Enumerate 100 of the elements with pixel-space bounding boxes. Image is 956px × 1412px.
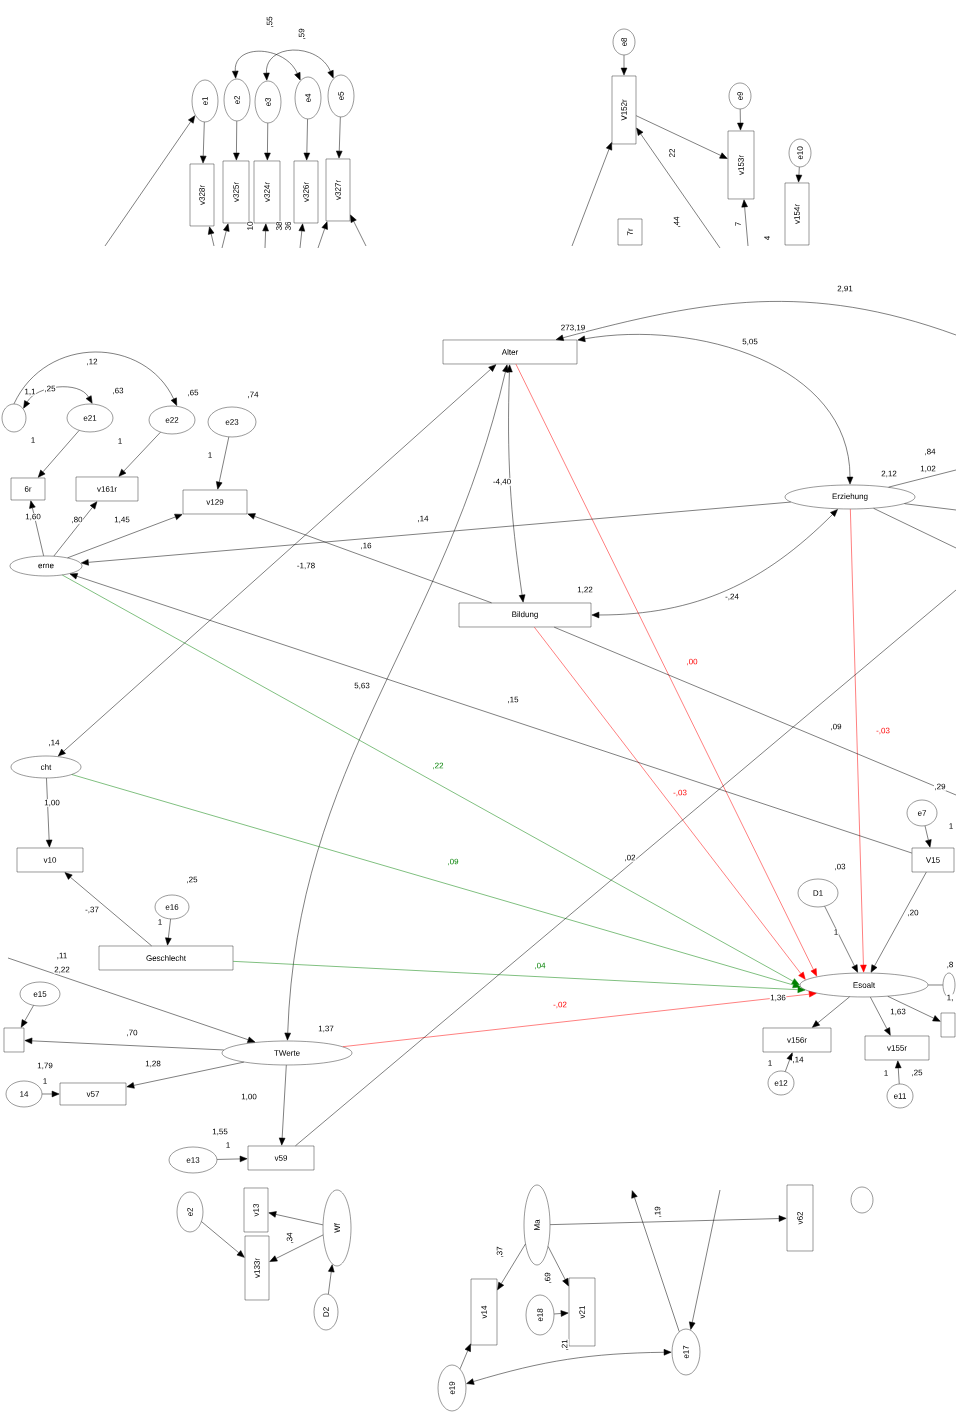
arrow — [71, 774, 801, 989]
edge-label: 22 — [668, 148, 676, 158]
estimate-label: ,25 — [910, 1069, 924, 1077]
arrow — [303, 118, 310, 161]
edge-label: ,55 — [266, 15, 274, 29]
estimate-label: 10 — [246, 221, 254, 231]
estimate-label: ,69 — [544, 1271, 552, 1285]
arrow — [264, 122, 271, 161]
edge-label: 1,63 — [889, 1008, 907, 1016]
arrow — [104, 115, 196, 247]
estimate-label: ,11 — [56, 952, 68, 960]
arrow — [553, 1310, 569, 1317]
edge-label: 2,91 — [836, 285, 854, 293]
arrow — [53, 501, 98, 557]
estimate-label: 1, — [946, 994, 954, 1002]
estimate-label: 4 — [763, 235, 771, 241]
estimate-label: 273,19 — [560, 324, 586, 332]
arrow — [232, 961, 806, 993]
arrow — [635, 115, 728, 159]
variable-ellipse — [850, 1186, 874, 1214]
arrow — [887, 996, 941, 1022]
estimate-label: 2,12 — [880, 470, 898, 478]
arrow — [118, 432, 161, 477]
arrow — [737, 108, 744, 131]
estimate-label: ,03 — [833, 863, 847, 871]
arrow — [631, 1190, 680, 1332]
edge-label: ,22 — [431, 762, 445, 770]
estimate-label: ,84 — [923, 448, 937, 456]
arrow — [233, 120, 240, 161]
edge-label: ,09 — [446, 858, 460, 866]
edge-label: 1 — [833, 928, 839, 936]
arrow — [81, 501, 791, 566]
variable-box: v326r — [293, 160, 319, 224]
arrow — [37, 430, 80, 478]
arrow — [23, 386, 93, 409]
edge-label: ,37 — [496, 1245, 504, 1259]
arrow — [278, 1064, 287, 1146]
arrow — [29, 500, 44, 557]
variable-box: v155r — [864, 1035, 930, 1061]
edge-label: 1,00 — [240, 1093, 258, 1101]
arrow — [620, 54, 628, 76]
arrow — [850, 508, 867, 973]
arrow — [201, 1221, 245, 1258]
variable-box: Alter — [442, 339, 578, 365]
arrow — [208, 226, 215, 247]
arrow — [268, 1211, 324, 1226]
arrow — [515, 363, 817, 977]
arrow — [506, 364, 526, 603]
arrow — [870, 996, 891, 1036]
arrow — [555, 301, 956, 341]
edge-label: 1 — [30, 436, 36, 444]
edge-label: ,09 — [829, 723, 843, 731]
edge-label: 1 — [157, 918, 163, 926]
estimate-label: ,63 — [111, 387, 125, 395]
arrow — [547, 1246, 569, 1287]
edge-label: 2,22 — [53, 966, 71, 974]
arrow — [200, 121, 207, 164]
arrow — [263, 49, 334, 81]
arrow — [350, 214, 367, 247]
arrow — [577, 334, 854, 485]
arrow — [69, 573, 913, 854]
arrow — [497, 1243, 526, 1290]
arrow — [571, 142, 613, 247]
arrow — [13, 351, 177, 406]
arrow — [812, 996, 850, 1028]
arrow — [870, 871, 927, 973]
edge-label: ,15 — [506, 696, 520, 704]
edge-label: ,00 — [685, 658, 699, 666]
estimate-label: ,65 — [186, 389, 200, 397]
variable-box: v13 — [243, 1187, 269, 1233]
edge-label: ,16 — [359, 542, 373, 550]
estimate-label: 1,22 — [576, 586, 594, 594]
arrow — [216, 436, 230, 490]
estimate-label: 1,02 — [919, 465, 937, 473]
arrow — [7, 957, 256, 1043]
arrow — [741, 199, 749, 247]
arrow — [795, 166, 803, 183]
estimate-label: ,21 — [561, 1338, 569, 1352]
edge-label: 1 — [42, 1077, 48, 1085]
variable-box: V15 — [911, 847, 955, 873]
arrow — [534, 626, 806, 980]
edge-label: 1 — [883, 1069, 889, 1077]
arrow — [895, 1060, 902, 1085]
edge-label: ,14 — [416, 515, 430, 523]
variable-box: v153r — [727, 130, 755, 200]
estimate-label: ,29 — [933, 783, 947, 791]
edge-label: ,02 — [623, 854, 637, 862]
variable-box: v154r — [784, 182, 810, 246]
arrow — [41, 1090, 60, 1098]
arrow — [342, 991, 817, 1047]
variable-box: 6r — [10, 477, 46, 501]
variable-box: v156r — [762, 1027, 832, 1053]
arrow — [317, 221, 328, 249]
edge-label: 1 — [225, 1141, 231, 1149]
variable-box: v57 — [59, 1082, 127, 1106]
estimate-label: 1,37 — [317, 1025, 335, 1033]
variable-box: v10 — [16, 847, 84, 873]
variable-box: Geschlecht — [98, 945, 234, 971]
estimate-label: 1,55 — [211, 1128, 229, 1136]
edge-label: ,34 — [286, 1231, 294, 1245]
